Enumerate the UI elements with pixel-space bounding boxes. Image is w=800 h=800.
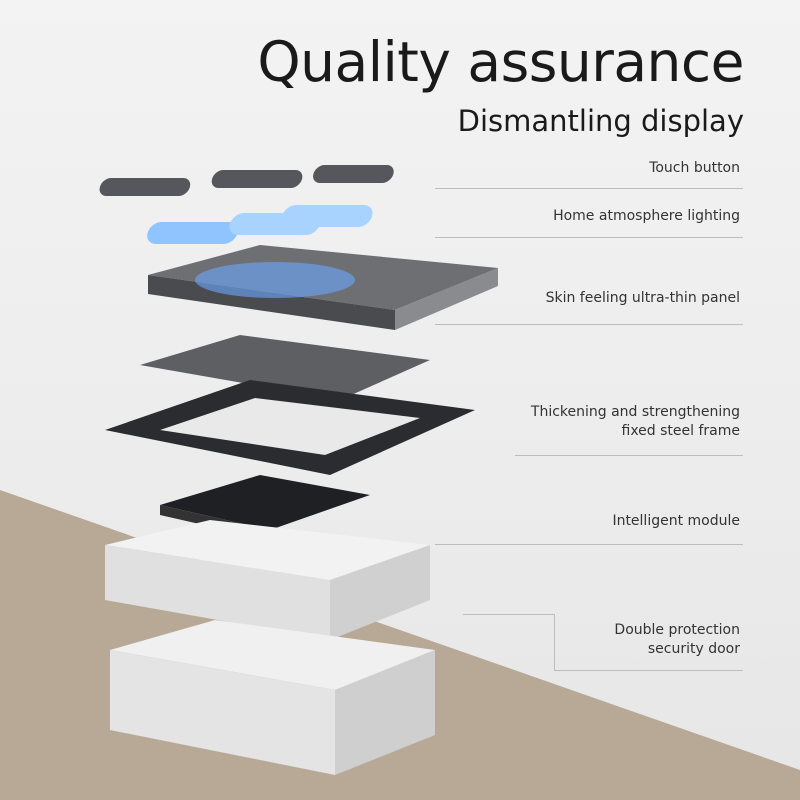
divider <box>435 237 743 238</box>
label-intelligent-module: Intelligent module <box>612 512 740 531</box>
inner-frame <box>140 335 430 400</box>
label-text: Intelligent module <box>612 513 740 529</box>
divider <box>435 544 743 545</box>
security-door-housing <box>105 520 430 640</box>
label-text: Double protection <box>614 622 740 638</box>
steel-frame <box>105 380 475 475</box>
panel <box>148 245 498 330</box>
divider <box>435 324 743 325</box>
label-text: security door <box>647 641 740 657</box>
page-subtitle: Dismantling display <box>457 104 744 138</box>
divider <box>515 455 743 456</box>
label-touch-button: Touch button <box>649 159 740 178</box>
label-steel-frame: Thickening and strengthening fixed steel … <box>531 403 740 441</box>
label-security-door: Double protection security door <box>614 621 740 659</box>
label-text: Home atmosphere lighting <box>553 208 740 224</box>
touch-buttons <box>99 165 394 196</box>
lighting-pads <box>147 205 373 244</box>
base-housing <box>110 620 435 775</box>
label-text: Skin feeling ultra-thin panel <box>545 290 740 306</box>
divider <box>554 670 743 671</box>
label-text: fixed steel frame <box>621 423 741 439</box>
label-panel: Skin feeling ultra-thin panel <box>546 289 740 308</box>
label-atmosphere-lighting: Home atmosphere lighting <box>553 207 740 226</box>
divider <box>463 614 555 615</box>
page-title: Quality assurance <box>257 30 744 94</box>
divider <box>554 614 555 670</box>
label-text: Touch button <box>649 160 740 176</box>
divider <box>435 188 743 189</box>
label-text: Thickening and strengthening <box>530 404 740 420</box>
